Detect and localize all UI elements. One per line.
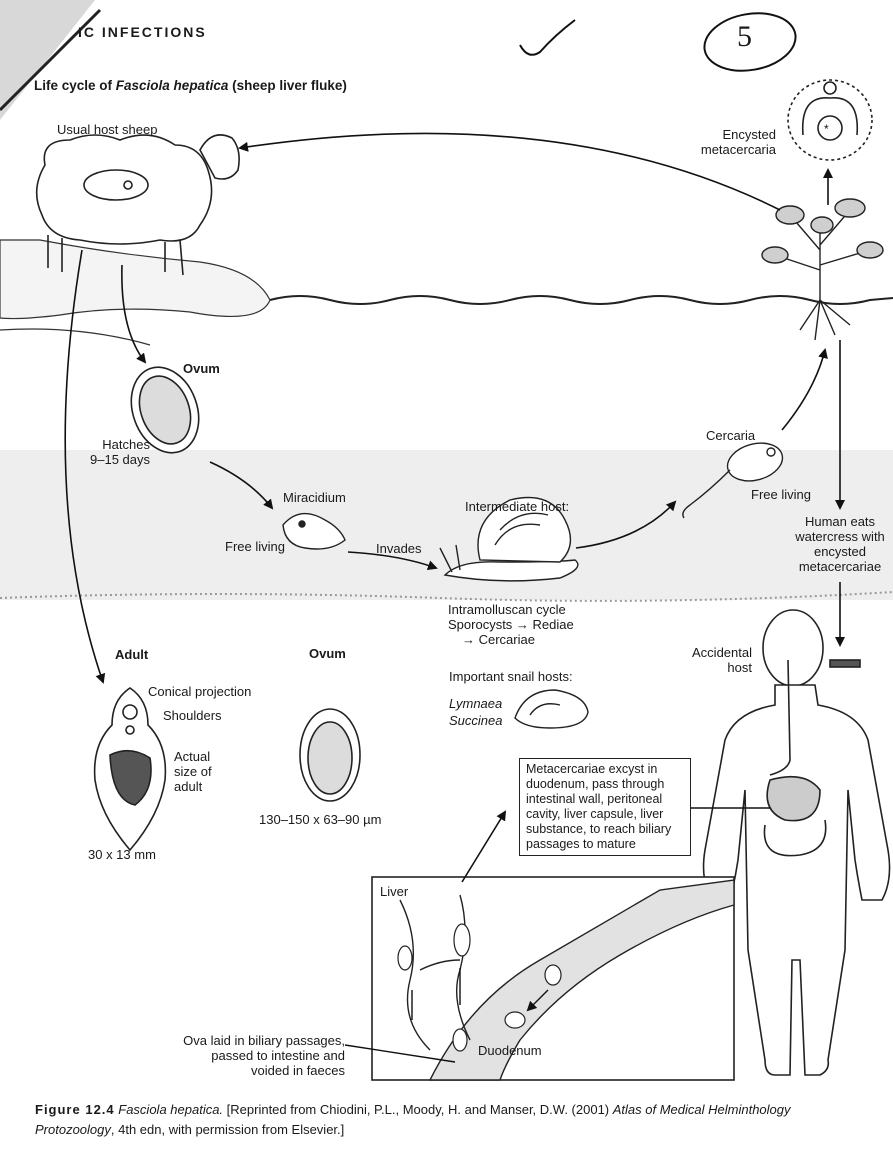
metacercaria-cyst-icon: * (787, 79, 873, 161)
sheep-icon (35, 134, 240, 276)
inset-migration-arrows (411, 968, 549, 1020)
label-cercaria: Cercaria (706, 428, 756, 443)
label-invades: Invades (376, 541, 422, 556)
label-liver: Liver (380, 884, 409, 899)
page-number: 5 (737, 20, 752, 53)
snail-host-icon (514, 689, 589, 729)
stipple-lower-edge (0, 591, 893, 602)
scan-corner-edge (0, 8, 102, 112)
miracidium-icon (282, 512, 346, 550)
label-conical-projection: Conical projection (148, 684, 252, 699)
label-ovum-top: Ovum (183, 361, 220, 376)
label-adult-size: 30 x 13 mm (88, 847, 156, 862)
arrow-ovum-to-miracidium (209, 461, 274, 510)
fluke-in-duct-icon-2 (453, 923, 471, 957)
human-accidental-host-icon (702, 609, 891, 1076)
diagram-title: Life cycle of Fasciola hepatica (sheep l… (34, 78, 347, 93)
label-free-living-miracidium: Free living (225, 539, 285, 554)
arrow-sheep-to-ovum (121, 264, 147, 364)
juvenile-fluke-icon (504, 1011, 526, 1029)
label-free-living-cercaria: Free living (751, 487, 811, 502)
arrow-sheep-to-adult (64, 249, 106, 684)
leader-ova-label (344, 1044, 456, 1063)
ovum-egg-icon (130, 366, 200, 454)
label-shoulders: Shoulders (163, 708, 222, 723)
label-ovum-size: 130–150 x 63–90 µm (259, 812, 382, 827)
check-mark-icon (519, 19, 576, 56)
running-head: IC INFECTIONS (78, 24, 207, 40)
water-edge-line (0, 328, 151, 346)
arrow-miracidium-to-snail (347, 551, 438, 570)
duodenum-wall-shape (428, 879, 735, 1081)
figure-caption: Figure 12.4 Fasciola hepatica. [Reprinte… (35, 1102, 791, 1137)
snail-intermediate-host-icon (439, 496, 579, 582)
scan-corner-shadow (0, 0, 95, 120)
page-number-circle (703, 12, 797, 72)
label-intermediate-host: Intermediate host: (465, 499, 570, 514)
arrow-liver-to-textbox (461, 810, 507, 883)
cercaria-icon (682, 442, 784, 519)
label-ova-laid: Ova laid in biliary passages,passed to i… (183, 1033, 345, 1078)
label-adult: Adult (115, 647, 149, 662)
label-important-snail-hosts: Important snail hosts: (449, 669, 573, 684)
label-lymnaea: Lymnaea (449, 696, 503, 711)
water-surface-line (269, 295, 893, 305)
arrow-cercaria-to-plant (781, 348, 828, 431)
pasture-ground (0, 239, 271, 320)
arrow-snail-to-cercaria (575, 500, 677, 549)
adult-fluke-icon (93, 687, 167, 852)
ovum-in-duct-icon (452, 1028, 468, 1052)
label-usual-host: Usual host sheep (57, 122, 158, 137)
label-succinea: Succinea (449, 713, 503, 728)
metacercaria-excysting-icon (544, 964, 562, 986)
svg-text:*: * (824, 122, 829, 136)
label-miracidium: Miracidium (283, 490, 346, 505)
ovum-egg-icon-2 (299, 708, 361, 802)
arrow-cyst-to-sheep (238, 132, 781, 211)
label-duodenum: Duodenum (478, 1043, 542, 1058)
watercress-plant-icon (761, 198, 884, 341)
label-ovum-bottom: Ovum (309, 646, 346, 661)
fluke-in-duct-icon (397, 945, 413, 971)
